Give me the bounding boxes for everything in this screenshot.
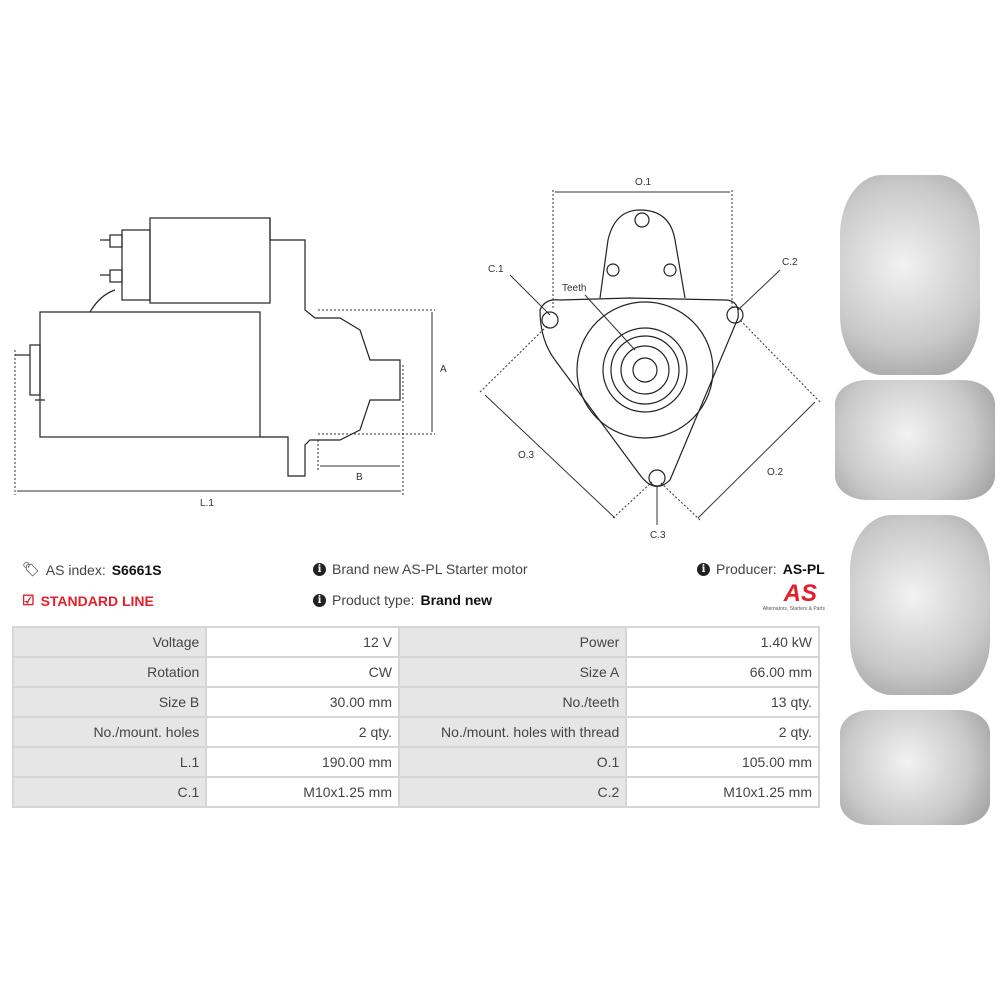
side-view-drawing: L.1 A B — [14, 217, 447, 509]
spec-value: 13 qty. — [625, 686, 820, 718]
as-index: 🏷︎ AS index: S6661S — [22, 561, 162, 578]
info-icon: i — [313, 562, 326, 576]
dim-o3-label: O.3 — [518, 450, 535, 461]
teeth-label: Teeth — [562, 283, 586, 294]
spec-label: O.1 — [397, 746, 628, 778]
description: i Brand new AS-PL Starter motor — [313, 561, 528, 577]
spec-value: M10x1.25 mm — [625, 776, 820, 808]
product-photo-front — [840, 175, 980, 375]
standard-line-label: STANDARD LINE — [40, 592, 154, 609]
spec-label: Voltage — [11, 626, 208, 658]
producer: i Producer: AS-PL — [697, 561, 825, 577]
product-photo-angle — [840, 710, 990, 825]
producer-label: Producer: — [716, 561, 777, 577]
product-type-label: Product type: — [332, 592, 415, 608]
spec-label: Rotation — [11, 656, 208, 688]
spec-value: 66.00 mm — [625, 656, 820, 688]
product-type-value: Brand new — [420, 592, 493, 608]
dim-o2-label: O.2 — [767, 467, 784, 478]
spec-label: Power — [397, 626, 628, 658]
spec-label: C.1 — [11, 776, 208, 808]
as-index-label: AS index: — [45, 561, 106, 578]
spec-value: 1.40 kW — [625, 626, 820, 658]
dim-b-label: B — [356, 472, 363, 483]
spec-label: C.2 — [397, 776, 628, 808]
spec-value: 12 V — [205, 626, 400, 658]
spec-value: M10x1.25 mm — [205, 776, 400, 808]
spec-value: CW — [205, 656, 400, 688]
spec-value: 2 qty. — [205, 716, 400, 748]
dim-c1-label: C.1 — [488, 264, 504, 275]
spec-value: 2 qty. — [625, 716, 820, 748]
product-photo-rear — [850, 515, 990, 695]
dim-c2-label: C.2 — [782, 257, 798, 268]
dim-c3-label: C.3 — [650, 530, 666, 541]
spec-label: No./mount. holes with thread — [397, 716, 628, 748]
dim-a-label: A — [440, 364, 447, 375]
spec-label: No./teeth — [397, 686, 628, 718]
info-icon: i — [313, 593, 326, 607]
logo-text: AS — [783, 580, 817, 607]
product-type: i Product type: Brand new — [313, 592, 492, 608]
spec-label: Size A — [397, 656, 628, 688]
tag-icon: 🏷︎ — [22, 561, 40, 577]
dim-l1-label: L.1 — [200, 498, 214, 509]
product-photo-side — [835, 380, 995, 500]
description-text: Brand new AS-PL Starter motor — [332, 561, 528, 577]
producer-value: AS-PL — [782, 561, 825, 577]
standard-line: ☑ STANDARD LINE — [22, 592, 154, 609]
spec-label: Size B — [11, 686, 208, 718]
as-pl-logo: AS Alternators, Starters & Parts — [735, 580, 825, 613]
as-index-value: S6661S — [111, 561, 162, 578]
info-icon: i — [697, 562, 710, 576]
spec-value: 30.00 mm — [205, 686, 400, 718]
checkbox-checked-icon: ☑ — [22, 592, 35, 608]
logo-tagline: Alternators, Starters & Parts — [762, 606, 825, 612]
dim-o1-label: O.1 — [635, 177, 652, 188]
front-view-drawing: O.1 C.1 C.2 Teeth O.3 O.2 C.3 — [479, 177, 821, 541]
spec-label: L.1 — [11, 746, 208, 778]
spec-label: No./mount. holes — [11, 716, 208, 748]
spec-value: 105.00 mm — [625, 746, 820, 778]
spec-value: 190.00 mm — [205, 746, 400, 778]
